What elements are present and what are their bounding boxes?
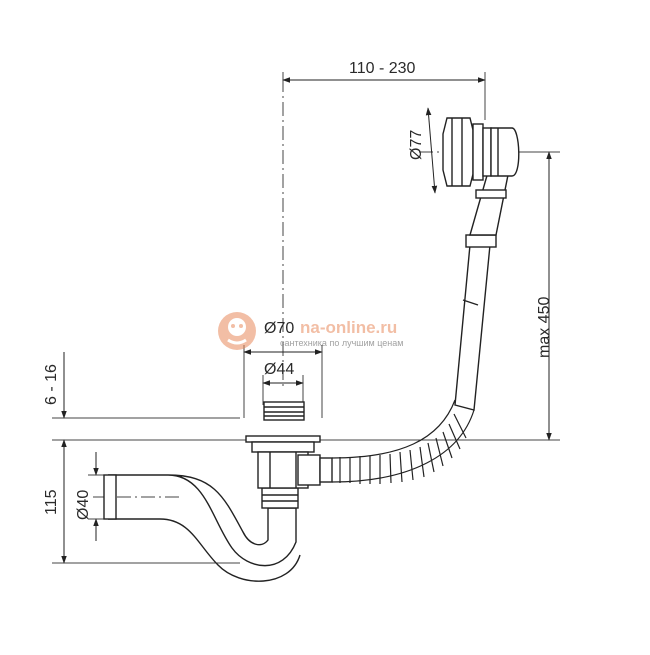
- dim-overflow-diameter: Ø77: [408, 130, 425, 160]
- dim-drain-flange-diameter: Ø70: [264, 320, 294, 337]
- siphon-trap: [103, 474, 301, 582]
- centerlines: [93, 78, 560, 498]
- drain-body: [245, 401, 333, 489]
- dim-overflow-offset: 110 - 230: [349, 60, 416, 77]
- watermark-logo: [218, 312, 256, 350]
- dim-overflow-height: max 450: [536, 297, 553, 358]
- dim-drain-body-diameter: Ø44: [264, 361, 294, 378]
- watermark: na-online.ru сантехника по лучшим ценам: [218, 312, 403, 350]
- watermark-tagline: сантехника по лучшим ценам: [280, 338, 403, 348]
- dim-flange-thickness: 6 - 16: [43, 364, 60, 405]
- dimension-lines: [61, 77, 552, 564]
- watermark-text: na-online.ru: [300, 318, 397, 337]
- dim-outlet-diameter: Ø40: [75, 490, 92, 520]
- riser-tube: [454, 164, 511, 411]
- corrugated-hose: [331, 399, 475, 484]
- overflow-head: [442, 117, 520, 187]
- dim-trap-height: 115: [43, 489, 60, 515]
